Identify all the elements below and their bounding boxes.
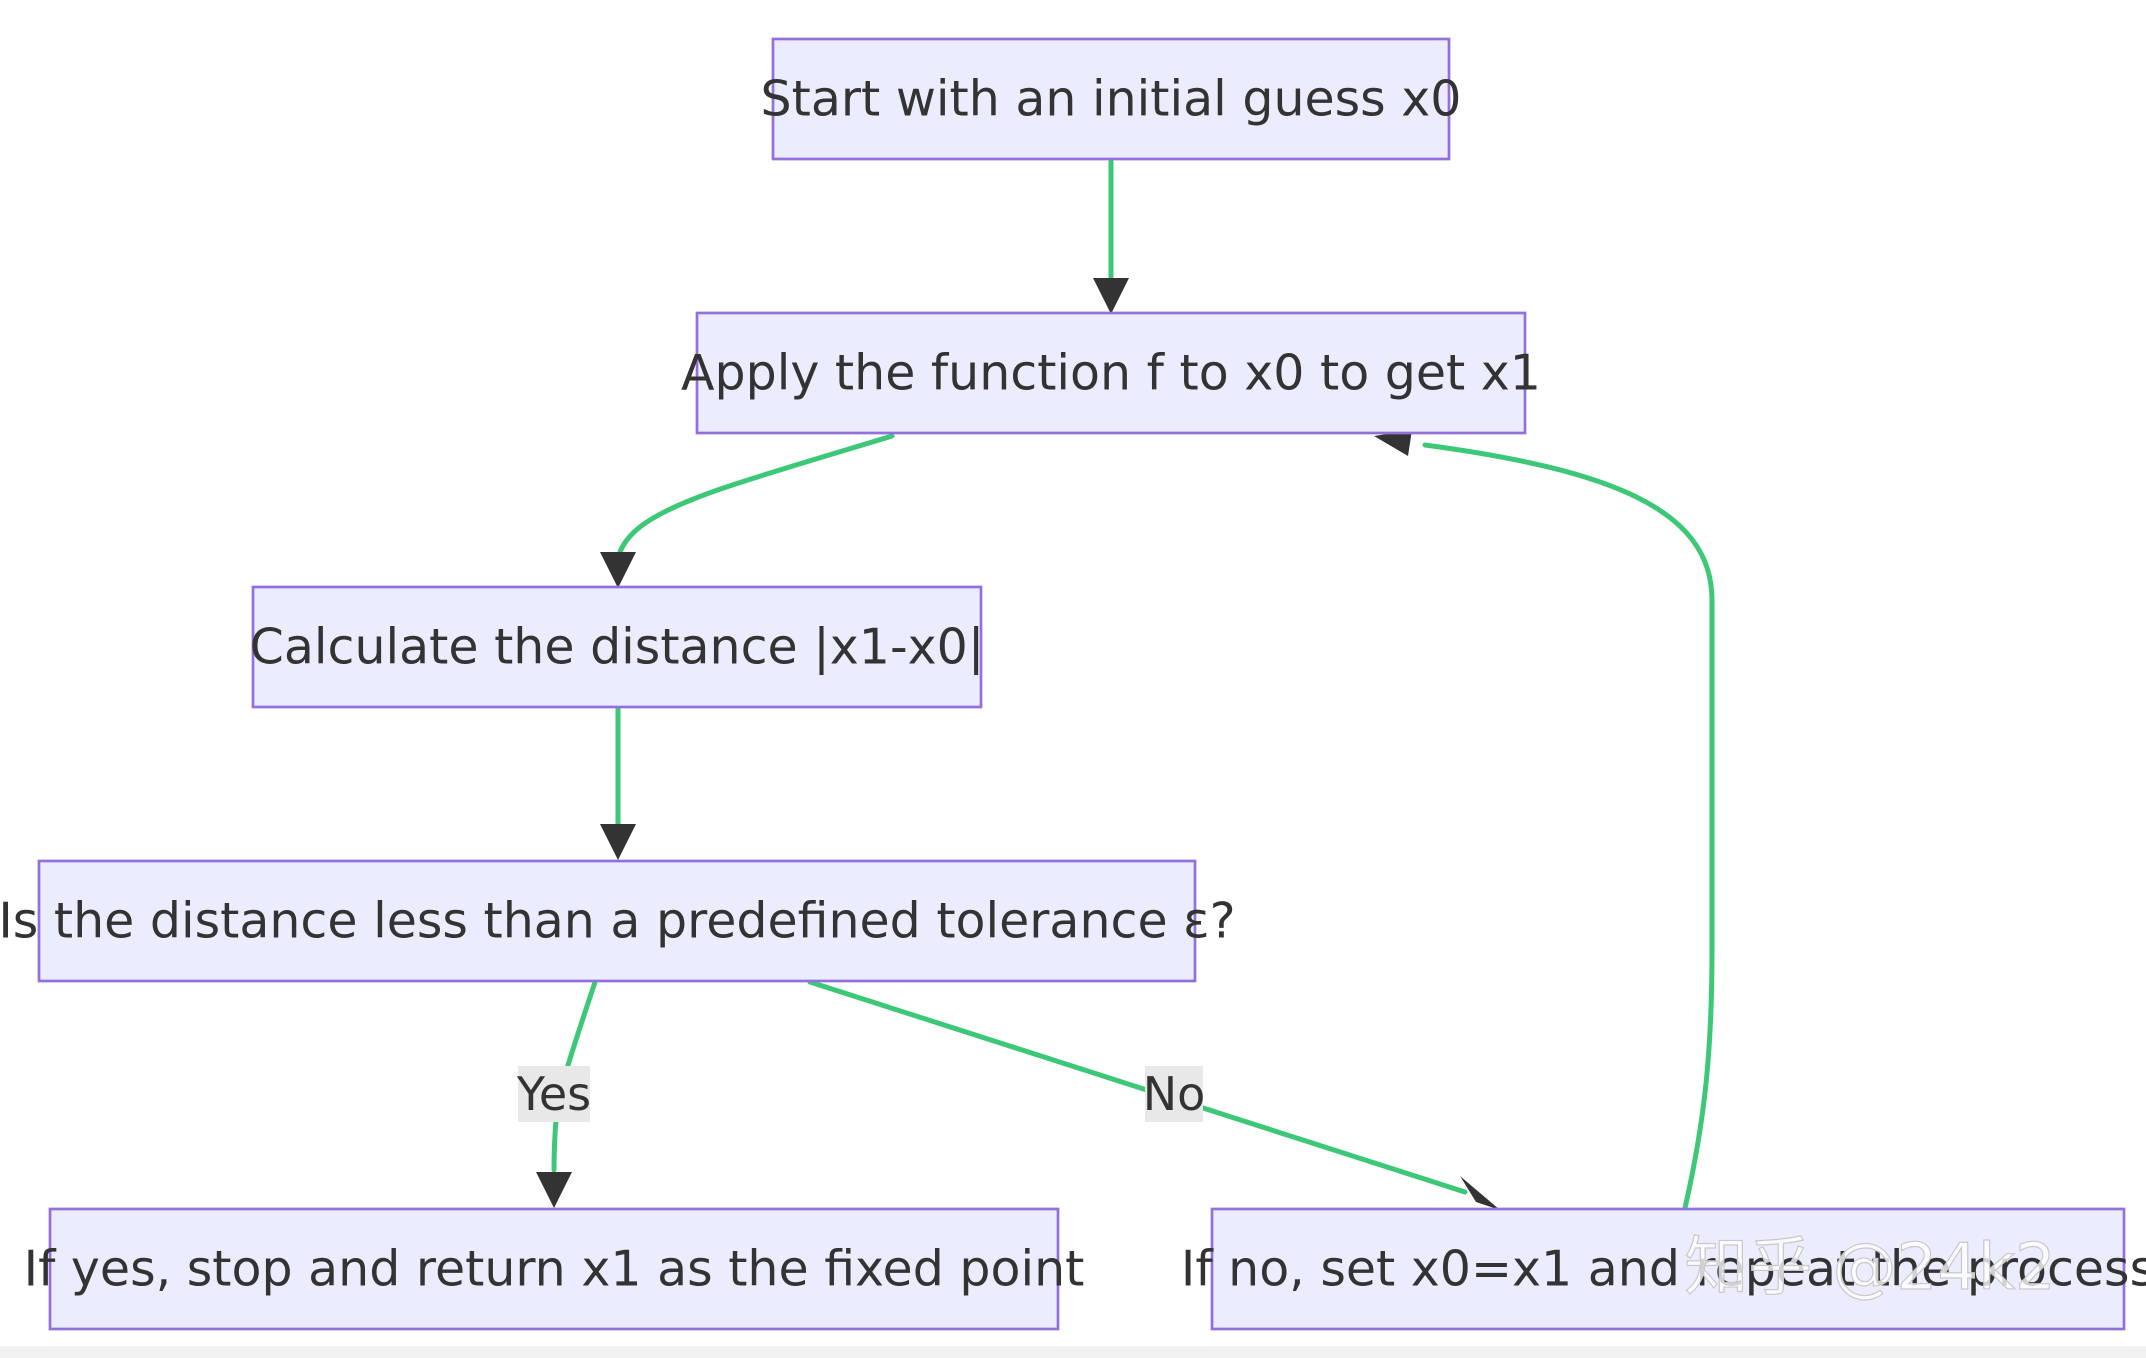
arrowhead-calc-top [600,552,636,588]
arrowhead-apply-top [1093,278,1129,314]
edge-label-yes: Yes [516,1066,591,1122]
edges [551,157,1715,1211]
node-apply-label: Apply the function f to x0 to get x1 [681,345,1541,402]
node-calc-label: Calculate the distance |x1-x0| [250,619,985,676]
node-no: If no, set x0=x1 and repeat the process [1181,1207,2146,1331]
arrowhead-check-top [600,824,636,860]
watermark-text: 知乎 @24k2 [1684,1231,2056,1305]
node-apply: Apply the function f to x0 to get x1 [681,311,1541,435]
edge-check-to-no [807,979,1468,1195]
edge-apply-to-calc [615,433,895,561]
arrowhead-no-top [1460,1176,1500,1210]
edge-label-no-text: No [1143,1067,1206,1121]
node-yes-label: If yes, stop and return x1 as the fixed … [24,1241,1085,1298]
node-start-label: Start with an initial guess x0 [761,71,1462,128]
node-start: Start with an initial guess x0 [761,37,1462,161]
edge-label-yes-text: Yes [516,1067,591,1121]
edge-no-to-apply [1422,442,1715,1211]
bottom-edge [0,1346,2146,1358]
node-calc: Calculate the distance |x1-x0| [250,585,985,709]
edge-label-no: No [1143,1066,1206,1122]
node-check-label: Is the distance less than a predefined t… [0,893,1236,950]
arrowhead-yes-top [536,1172,572,1208]
node-yes: If yes, stop and return x1 as the fixed … [24,1207,1085,1331]
arrowheads [536,278,1500,1210]
node-check: Is the distance less than a predefined t… [0,859,1236,983]
arrowhead-apply-bottom [1374,430,1412,456]
node-no-label: If no, set x0=x1 and repeat the process [1181,1241,2146,1298]
